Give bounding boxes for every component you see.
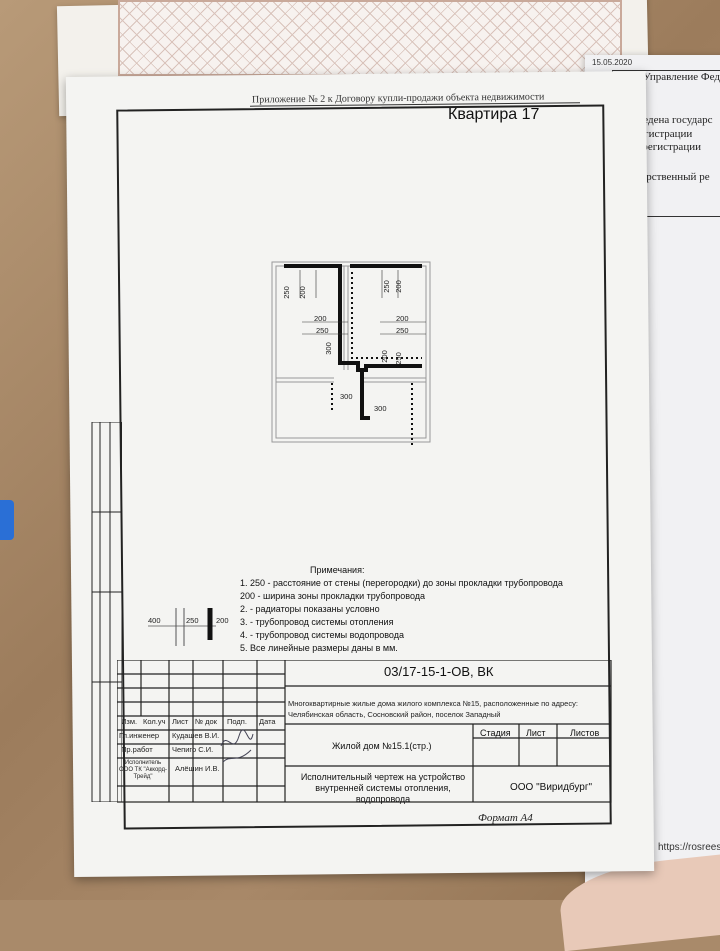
dimension-legend: 400 250 200 [146, 606, 236, 655]
dim-label: 250 [316, 326, 329, 335]
sheets-label: Листов [570, 728, 600, 738]
note-item: 3. - трубопровод системы отопления [240, 617, 394, 627]
signature [220, 729, 254, 763]
drawing-code: 03/17-15-1-ОВ, ВК [384, 664, 494, 679]
side-stamp [72, 421, 123, 803]
dim-label: 200 [379, 350, 389, 363]
stage-label: Стадия [480, 728, 511, 738]
address-line: Челябинская область, Сосновский район, п… [288, 710, 501, 719]
project-address: Многоквартирные жилые дома жилого компле… [288, 698, 608, 720]
back-document-pattern [118, 0, 622, 76]
note-item: 2. - радиаторы показаны условно [240, 604, 380, 614]
floor-plan: 250 200 250 200 200 250 200 250 300 200 … [262, 258, 442, 463]
col-label: Изм. [121, 717, 138, 726]
dim-label: 200 [297, 286, 307, 299]
col-label: Кол.уч [143, 717, 166, 726]
floor-plan-svg [271, 261, 431, 448]
sheet-label: Лист [526, 728, 546, 738]
side-stamp-svg [91, 421, 123, 803]
note-item: 5. Все линейные размеры даны в мм. [240, 643, 398, 653]
legend-label: 250 [186, 616, 199, 625]
col-label: № док [195, 717, 217, 726]
name-label: Алёшин И.В. [175, 764, 220, 773]
dim-label: 300 [340, 392, 353, 401]
note-item: 200 - ширина зоны прокладки трубопровода [240, 591, 426, 601]
notes: Примечания: 1. 250 - расстояние от стены… [240, 564, 563, 655]
col-label: Дата [259, 717, 276, 726]
blue-object [0, 500, 14, 540]
title-block-grid: Изм. Кол.уч Лист № док Подп. Дата Гл.инж… [117, 660, 612, 803]
col-label: Подп. [227, 717, 247, 726]
dim-label: 250 [393, 352, 403, 365]
dim-label: 250 [381, 280, 391, 293]
legend-label: 200 [216, 616, 229, 625]
right-date: 15.05.2020 [592, 58, 633, 67]
dim-label: 200 [393, 280, 403, 293]
dim-label: 300 [374, 404, 387, 413]
dim-label: 200 [314, 314, 327, 323]
legend-svg [148, 608, 216, 646]
house-label: Жилой дом №15.1(стр.) [332, 741, 432, 751]
dim-label: 300 [323, 342, 333, 355]
dim-label: 200 [396, 314, 409, 323]
role-label: Исполнитель ООО ТК "Аккорд-Трейд" [119, 760, 167, 780]
notes-title: Примечания: [310, 565, 365, 575]
drawing-description: Исполнительный чертеж на устройство внут… [300, 772, 466, 804]
stamp-line: Управление Федер [643, 71, 720, 83]
col-label: Лист [172, 717, 189, 726]
note-item: 1. 250 - расстояние от стены (перегородк… [240, 578, 563, 588]
legend-label: 400 [148, 616, 161, 625]
paper-format: Формат А4 [478, 812, 533, 824]
name-label: Чепиго С.И. [172, 745, 214, 754]
note-item: 4. - трубопровод системы водопровода [240, 630, 404, 640]
organization: ООО "Виридбург" [510, 782, 593, 793]
apartment-title: Квартира 17 [448, 106, 540, 123]
title-block-svg [117, 660, 612, 803]
right-url: https://rosreest [658, 842, 720, 853]
dim-label: 250 [396, 326, 409, 335]
name-label: Кудашев В.И. [172, 731, 220, 740]
address-line: Многоквартирные жилые дома жилого компле… [288, 699, 578, 708]
dim-label: 250 [281, 286, 291, 299]
role-label: Гл.инженер [119, 731, 160, 740]
role-label: Пр.работ [121, 745, 153, 754]
